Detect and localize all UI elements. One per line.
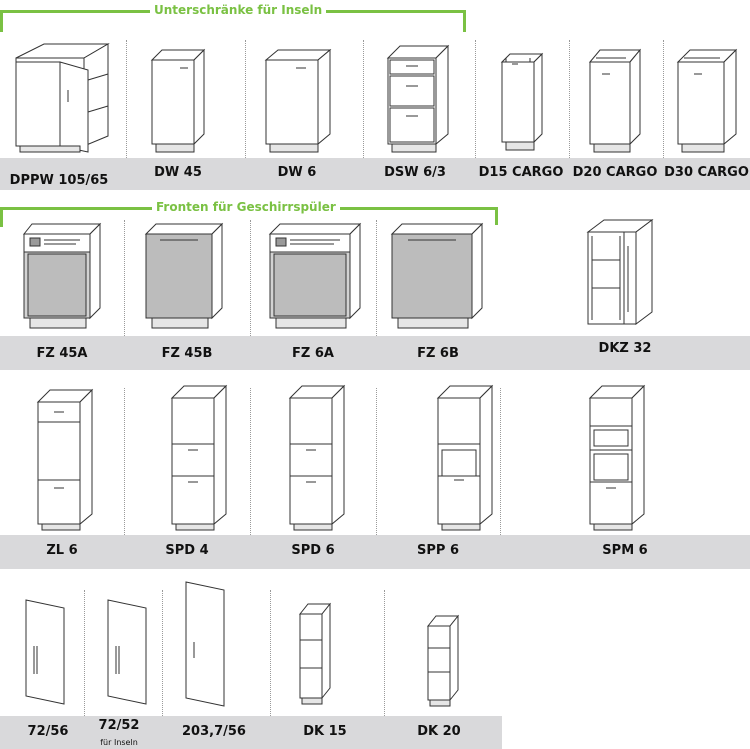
cabinet-dw45-drawing bbox=[150, 48, 206, 153]
label-72-52-sub: für Inseln bbox=[100, 738, 138, 747]
shelf-dk20-drawing bbox=[426, 614, 460, 707]
cabinet-dppw-drawing bbox=[15, 43, 110, 153]
label-d15-cargo: D15 CARGO bbox=[478, 165, 564, 180]
separator bbox=[384, 590, 385, 716]
separator bbox=[245, 40, 246, 158]
tall-cabinet-spp6-drawing bbox=[436, 384, 494, 531]
label-spd-6: SPD 6 bbox=[291, 543, 335, 558]
separator bbox=[84, 590, 85, 716]
label-dk-20: DK 20 bbox=[417, 724, 461, 739]
row1-label-bar bbox=[0, 158, 750, 190]
tall-cabinet-spm6-drawing bbox=[588, 384, 646, 531]
door-panel-72-56-drawing bbox=[25, 599, 65, 705]
separator bbox=[363, 40, 364, 158]
label-fz-45b: FZ 45B bbox=[161, 346, 213, 361]
label-spp-6: SPP 6 bbox=[417, 543, 459, 558]
tall-cabinet-spd6-drawing bbox=[288, 384, 346, 531]
label-dkz-32: DKZ 32 bbox=[598, 341, 652, 356]
label-72-56: 72/56 bbox=[27, 724, 69, 739]
label-dppw-105-65: DPPW 105/65 bbox=[9, 173, 109, 188]
label-fz-6b: FZ 6B bbox=[417, 346, 459, 361]
cabinet-d15-cargo-drawing bbox=[500, 52, 544, 151]
separator bbox=[569, 40, 570, 158]
label-fz-6a: FZ 6A bbox=[292, 346, 334, 361]
separator bbox=[124, 388, 125, 535]
separator bbox=[250, 388, 251, 535]
section-title-geschirr: Fronten für Geschirrspüler bbox=[152, 200, 340, 214]
label-203-7-56: 203,7/56 bbox=[182, 724, 246, 739]
tall-cabinet-spd4-drawing bbox=[170, 384, 228, 531]
label-fz-45a: FZ 45A bbox=[36, 346, 88, 361]
tall-cabinet-zl6-drawing bbox=[36, 388, 94, 531]
door-panel-72-52-drawing bbox=[107, 599, 147, 705]
bracket-inseln-left bbox=[0, 10, 3, 32]
separator bbox=[376, 388, 377, 535]
dishwasher-front-fz6a-drawing bbox=[268, 222, 362, 329]
cabinet-dsw63-drawing bbox=[386, 44, 450, 153]
row2-label-bar bbox=[0, 336, 750, 370]
label-72-52: 72/52 bbox=[98, 718, 140, 733]
label-d20-cargo: D20 CARGO bbox=[572, 165, 658, 180]
label-zl-6: ZL 6 bbox=[46, 543, 78, 558]
dishwasher-front-fz45a-drawing bbox=[22, 222, 102, 329]
label-dw-45: DW 45 bbox=[154, 165, 202, 180]
cabinet-d20-cargo-drawing bbox=[588, 48, 642, 153]
dishwasher-front-fz45b-drawing bbox=[144, 222, 224, 329]
bracket-geschirr-left bbox=[0, 207, 3, 227]
row4-label-bar bbox=[0, 716, 502, 749]
shelf-dk15-drawing bbox=[298, 602, 332, 705]
label-dsw-6-3: DSW 6/3 bbox=[384, 165, 446, 180]
label-d30-cargo: D30 CARGO bbox=[664, 165, 749, 180]
separator bbox=[124, 220, 125, 336]
separator bbox=[270, 590, 271, 716]
separator bbox=[663, 40, 664, 158]
separator bbox=[162, 590, 163, 716]
separator bbox=[250, 220, 251, 336]
label-spd-4: SPD 4 bbox=[165, 543, 209, 558]
separator bbox=[126, 40, 127, 158]
row3-label-bar bbox=[0, 535, 750, 569]
cabinet-d30-cargo-drawing bbox=[676, 48, 738, 153]
bracket-geschirr-right bbox=[495, 207, 498, 225]
label-spm-6: SPM 6 bbox=[602, 543, 648, 558]
separator bbox=[475, 40, 476, 158]
cabinet-dw6-drawing bbox=[264, 48, 332, 153]
separator bbox=[376, 220, 377, 336]
section-title-inseln: Unterschränke für Inseln bbox=[150, 3, 327, 17]
tall-door-panel-203-7-56-drawing bbox=[185, 581, 225, 707]
shelf-unit-dkz32-drawing bbox=[586, 219, 654, 325]
label-dk-15: DK 15 bbox=[303, 724, 347, 739]
separator bbox=[500, 388, 501, 535]
label-dw-6: DW 6 bbox=[277, 165, 317, 180]
bracket-inseln-right bbox=[463, 10, 466, 32]
dishwasher-front-fz6b-drawing bbox=[390, 222, 484, 329]
